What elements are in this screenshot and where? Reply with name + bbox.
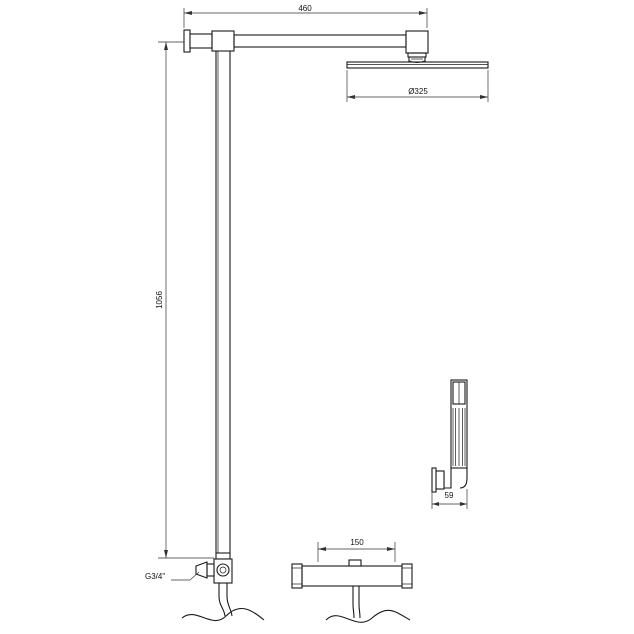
hand-shower-holder xyxy=(431,467,468,493)
thermostatic-mixer xyxy=(291,559,413,619)
dimension-head-diameter xyxy=(346,70,489,102)
riser-pipe xyxy=(215,51,231,553)
dimension-arm-length-label: 460 xyxy=(298,4,312,13)
inlet-thread-leader xyxy=(171,571,200,581)
hand-shower xyxy=(450,379,468,469)
dimension-arm-length xyxy=(183,8,428,28)
dimension-holder-depth xyxy=(431,489,468,509)
dimension-total-height-label: 1056 xyxy=(155,291,164,309)
dimension-head-diameter-label: Ø325 xyxy=(408,87,428,96)
inlet-thread-label: G3/4" xyxy=(145,572,165,581)
shower-arm xyxy=(183,29,429,58)
shower-head xyxy=(346,56,489,69)
dimension-total-height xyxy=(158,41,214,559)
diverter-body xyxy=(195,552,233,596)
dimension-mixer-width-label: 150 xyxy=(350,538,364,547)
supply-pipe xyxy=(218,595,233,617)
wall-break-lines xyxy=(181,607,411,623)
dimension-mixer-width xyxy=(317,542,396,562)
dimension-holder-depth-label: 59 xyxy=(445,491,454,500)
